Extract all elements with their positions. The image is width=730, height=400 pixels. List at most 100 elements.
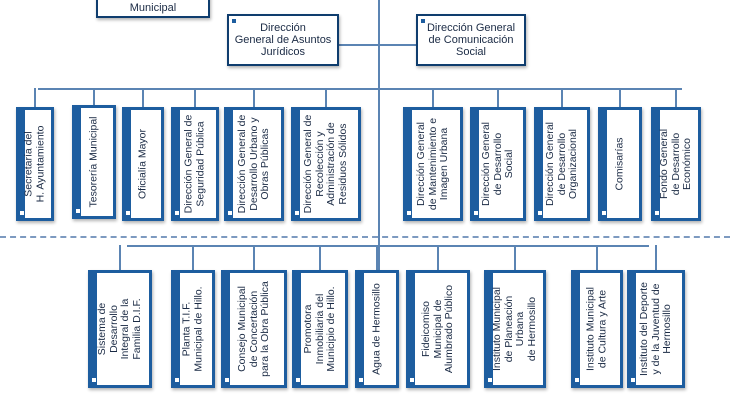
row1-unit-box: Oficialía Mayor [122,107,164,221]
row2-unit-label: Planta T.I.F. Municipal de Hillo. [180,286,205,372]
row2-unit-label: Instituto del Deporte y de la Juventud d… [637,282,673,376]
box-accent-square [228,211,232,215]
row1-unit-connector [34,88,36,107]
box-comunicacion: Dirección General de Comunicación Social [416,14,526,66]
box-accent-bar [224,273,230,385]
row1-unit-connector [675,88,677,107]
box-accent-bar [487,273,493,385]
row1-unit-box: Tesorería Municipal [72,105,116,219]
row1-unit-connector [253,88,255,107]
row2-unit-box: Promotora Inmobiliaria del Municipio de … [292,270,348,388]
box-accent-bar [19,110,25,218]
row1-bus [38,88,682,90]
row1-unit-box: Dirección General de Desarrollo Urbano y… [224,107,284,221]
row1-unit-label: Dirección General de Desarrollo Social [479,121,515,207]
row1-unit-label: Dirección General de Desarrollo Organiza… [543,121,579,207]
row2-unit-label: Instituto Municipal de Planeación Urbana… [491,286,538,372]
row2-unit-label: Promotora Inmobiliaria del Municipio de … [301,286,337,372]
row2-unit-connector [596,245,598,270]
row2-unit-box: Instituto Municipal de Planeación Urbana… [484,270,546,388]
row2-unit-box: Planta T.I.F. Municipal de Hillo. [171,270,215,388]
box-accent-square [602,211,606,215]
box-accent-square [225,378,229,382]
box-accent-bar [406,110,412,218]
row1-unit-box: Dirección General de Desarrollo Social [470,107,526,221]
box-accent-square [92,378,96,382]
box-accent-square [175,378,179,382]
row2-unit-connector [376,245,378,270]
row1-unit-connector [93,88,95,105]
box-accent-bar [409,273,415,385]
row2-unit-connector [319,245,321,270]
row1-unit-connector [142,88,144,107]
box-accent-square [474,211,478,215]
box-accent-bar [654,110,660,218]
row2-unit-label: Instituto Municipal de Cultura y Arte [584,286,609,372]
top-box-municipal-label: Municipal [129,2,177,14]
row1-unit-connector [561,88,563,107]
row1-unit-box: Dirección General de Seguridad Pública [171,107,219,221]
row2-unit-connector [119,245,121,270]
box-accent-bar [294,110,300,218]
connector-comunicacion [380,44,416,46]
box-accent-square [20,211,24,215]
row1-unit-connector [325,88,327,107]
box-accent-square [359,378,363,382]
separator-top [0,236,730,238]
box-accent-bar [91,273,97,385]
row1-unit-connector [432,88,434,107]
row1-unit-connector [619,88,621,107]
box-accent-bar [358,273,364,385]
row2-unit-connector [192,245,194,270]
row1-unit-connector [497,88,499,107]
row2-unit-label: Sistema de Desarrollo Integral de la Fam… [96,298,143,360]
box-accent-bar [125,110,131,218]
row2-unit-box: Instituto del Deporte y de la Juventud d… [627,270,685,388]
row2-unit-label: Agua de Hermosillo [370,283,383,375]
box-juridicos: Dirección General de Asuntos Jurídicos [227,14,339,66]
row1-unit-box: Dirección General de Mantenimiento e Ima… [403,107,463,221]
box-accent-bar [601,110,607,218]
row2-unit-label: Consejo Municipal de Concertación para l… [235,281,271,377]
box-accent-bar [630,273,636,385]
row2-unit-connector [437,245,439,270]
row1-unit-label: Tesorería Municipal [87,116,100,208]
row1-unit-box: Secretaría del H. Ayuntamiento [16,107,54,221]
row2-unit-label: Fideicomiso Municipal de Alumbrado Públi… [419,284,455,374]
box-accent-square [575,378,579,382]
trunk-line [378,0,380,272]
box-accent-bar [537,110,543,218]
row1-unit-label: Dirección General de Recolección y Admin… [302,114,349,214]
row2-unit-connector [514,245,516,270]
box-accent-square [655,211,659,215]
box-accent-bar [295,273,301,385]
box-accent-bar [174,110,180,218]
box-accent-square [631,378,635,382]
row1-unit-label: Oficialía Mayor [136,128,149,200]
row2-unit-box: Sistema de Desarrollo Integral de la Fam… [88,270,152,388]
row1-unit-label: Dirección General de Desarrollo Urbano y… [235,114,271,214]
box-accent-square [175,211,179,215]
box-accent-square [488,378,492,382]
box-accent-bar [174,273,180,385]
box-accent-square [407,211,411,215]
box-accent-square [296,378,300,382]
row2-unit-box: Fideicomiso Municipal de Alumbrado Públi… [406,270,470,388]
row1-unit-box: Dirección General de Desarrollo Organiza… [534,107,590,221]
box-accent-bar [473,110,479,218]
box-accent-square [126,211,130,215]
box-accent-square [538,211,542,215]
row1-unit-box: Comisarías [598,107,642,221]
row1-unit-box: Dirección General de Recolección y Admin… [291,107,361,221]
box-accent-square [410,378,414,382]
row1-unit-label: Secretaría del H. Ayuntamiento [22,125,47,203]
connector-juridicos [338,44,378,46]
row1-unit-connector [194,88,196,107]
row2-unit-connector [253,245,255,270]
row1-unit-label: Comisarías [613,137,626,191]
row1-unit-label: Dirección General de Mantenimiento e Ima… [414,117,450,211]
row2-bus [127,245,649,247]
box-juridicos-label: Dirección General de Asuntos Jurídicos [229,16,337,64]
row2-unit-connector [655,245,657,270]
